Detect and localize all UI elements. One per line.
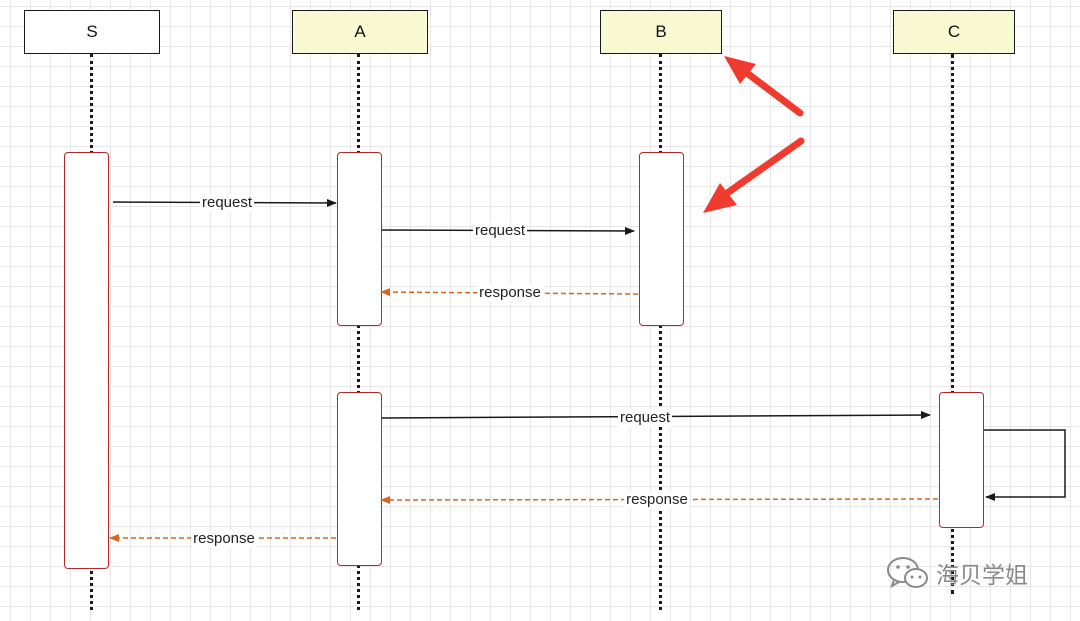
message-label-c-to-a: response bbox=[624, 491, 690, 509]
lifeline-c bbox=[951, 54, 954, 594]
participant-s[interactable]: S bbox=[24, 10, 160, 54]
lifeline-b bbox=[659, 54, 662, 610]
red-annotation-arrow-lower bbox=[703, 137, 805, 213]
activation-a-1 bbox=[337, 152, 382, 326]
message-label-s-to-a: request bbox=[199, 194, 255, 212]
watermark-text: 海贝学姐 bbox=[936, 562, 1028, 588]
message-label-b-to-a: response bbox=[477, 284, 543, 302]
participant-a[interactable]: A bbox=[292, 10, 428, 54]
message-c-self-call bbox=[984, 429, 1066, 501]
message-label-a-to-s: response bbox=[191, 530, 257, 548]
activation-c bbox=[939, 392, 984, 528]
activation-a-2 bbox=[337, 392, 382, 566]
lifeline-a bbox=[357, 54, 360, 610]
wechat-icon bbox=[886, 556, 930, 590]
watermark: 海贝学姐 bbox=[886, 556, 1028, 590]
message-label-a-to-c: request bbox=[617, 409, 673, 427]
message-label-a-to-b: request bbox=[472, 222, 528, 240]
red-annotation-arrow-upper bbox=[724, 56, 804, 117]
participant-b[interactable]: B bbox=[600, 10, 722, 54]
activation-s bbox=[64, 152, 109, 569]
activation-b bbox=[639, 152, 684, 326]
message-c-to-a-response bbox=[380, 495, 939, 504]
participant-c[interactable]: C bbox=[893, 10, 1015, 54]
